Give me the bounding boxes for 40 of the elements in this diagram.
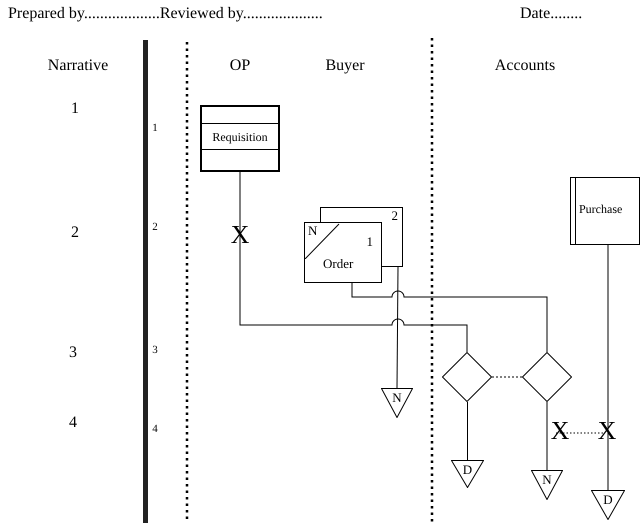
label-text: 2 (71, 225, 79, 241)
label-text: 4 (152, 424, 158, 435)
document-title: Order (323, 257, 354, 270)
flow-line (240, 172, 468, 352)
flow-line (492, 376, 522, 378)
file-letter: D (602, 493, 614, 506)
flow-line (352, 282, 548, 352)
label-text: 4 (69, 415, 77, 431)
flow-line (467, 402, 468, 460)
multi-copy-document (304, 207, 404, 283)
file-letter: D (462, 463, 474, 476)
file-triangle (531, 470, 563, 500)
file-letter: N (391, 391, 403, 404)
file-triangle (381, 388, 413, 418)
flow-line (396, 266, 398, 388)
label-text: 1 (71, 101, 79, 117)
label-text: Date........ (520, 6, 582, 22)
decision-diamond (522, 352, 572, 402)
label-text: OP (230, 58, 250, 74)
flow-line (546, 402, 548, 470)
label-text: 1 (152, 123, 158, 134)
file-box (570, 177, 640, 245)
file-triangle (591, 490, 625, 520)
label-text: Narrative (48, 58, 108, 74)
document-title: Requisition (212, 128, 268, 146)
label-text: 2 (152, 222, 158, 233)
decision-diamond (442, 352, 492, 402)
file-triangle (451, 460, 484, 488)
label-text: Buyer (325, 58, 365, 74)
document-letter: N (308, 224, 318, 237)
label-text: Prepared by...................Reviewed by.................... (8, 6, 323, 22)
file-letter: N (541, 473, 553, 486)
label-text: 3 (152, 345, 158, 356)
label-text: Accounts (494, 58, 556, 74)
file-title: Purchase (579, 203, 622, 215)
copy-number: 2 (392, 209, 398, 222)
label-text: 3 (69, 345, 77, 361)
copy-number: 1 (366, 235, 373, 248)
check-mark: X (550, 418, 570, 444)
document-box (200, 105, 280, 172)
